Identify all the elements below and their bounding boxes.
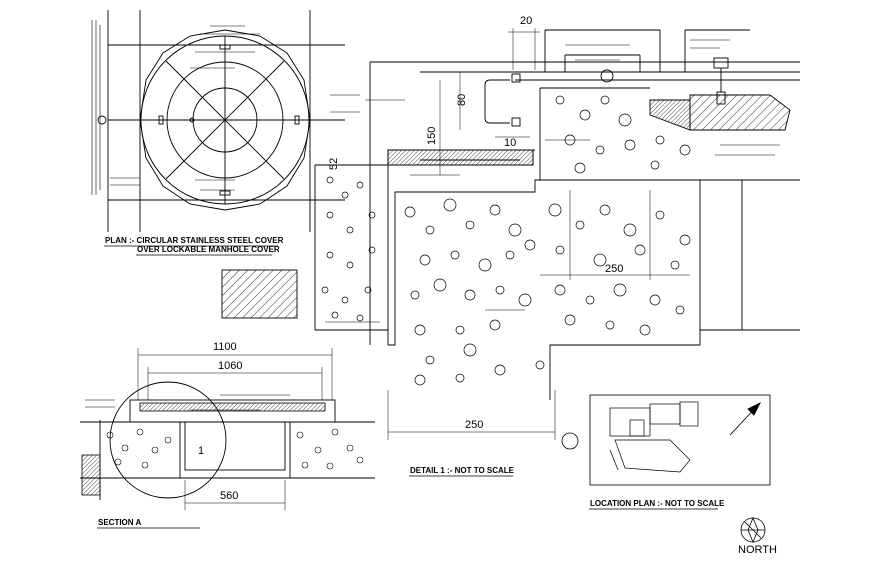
section-gravel-fill	[106, 428, 364, 470]
dim-80: 80	[456, 94, 468, 106]
dim-1100: 1100	[213, 341, 237, 353]
dim-150: 150	[426, 127, 438, 145]
dim-1060: 1060	[218, 360, 242, 372]
plan-circular-cover	[97, 10, 345, 232]
detail-slab-hatch	[689, 94, 791, 131]
detail-frame-hatch	[649, 99, 691, 131]
detail-1-framework	[314, 28, 800, 440]
dim-250-inner: 250	[605, 263, 623, 275]
location-title: LOCATION PLAN :- NOT TO SCALE	[590, 499, 725, 508]
section-title: SECTION A	[98, 518, 141, 527]
detail-title: DETAIL 1 :- NOT TO SCALE	[410, 466, 515, 475]
plan-title-line1: PLAN :- CIRCULAR STAINLESS STEEL COVER	[105, 236, 284, 245]
hatched-square-block	[221, 269, 298, 319]
north-arrow-small	[729, 401, 762, 436]
detail-leader-notes	[325, 39, 780, 323]
north-label: NORTH	[738, 544, 777, 556]
section-edge-hatch	[81, 454, 101, 496]
plan-leader-notes	[110, 25, 360, 191]
section-a-drawing	[80, 348, 375, 510]
section-leader-notes	[85, 394, 290, 411]
dim-560: 560	[220, 490, 238, 502]
detail-cap-hatch	[387, 149, 534, 166]
dim-52: 52	[328, 158, 340, 170]
north-symbol	[740, 516, 766, 544]
section-cover-hatch	[139, 402, 326, 412]
plan-title-line2: OVER LOCKABLE MANHOLE COVER	[137, 245, 280, 254]
location-plan-frame	[589, 394, 771, 486]
section-callout-number: 1	[198, 445, 204, 457]
dim-250-bottom: 250	[465, 419, 483, 431]
dim-20: 20	[520, 15, 532, 27]
detail-section-marker	[561, 432, 579, 450]
dim-10: 10	[504, 137, 516, 149]
location-plan-building	[609, 401, 699, 473]
plan-vertical-annotation	[91, 20, 101, 195]
